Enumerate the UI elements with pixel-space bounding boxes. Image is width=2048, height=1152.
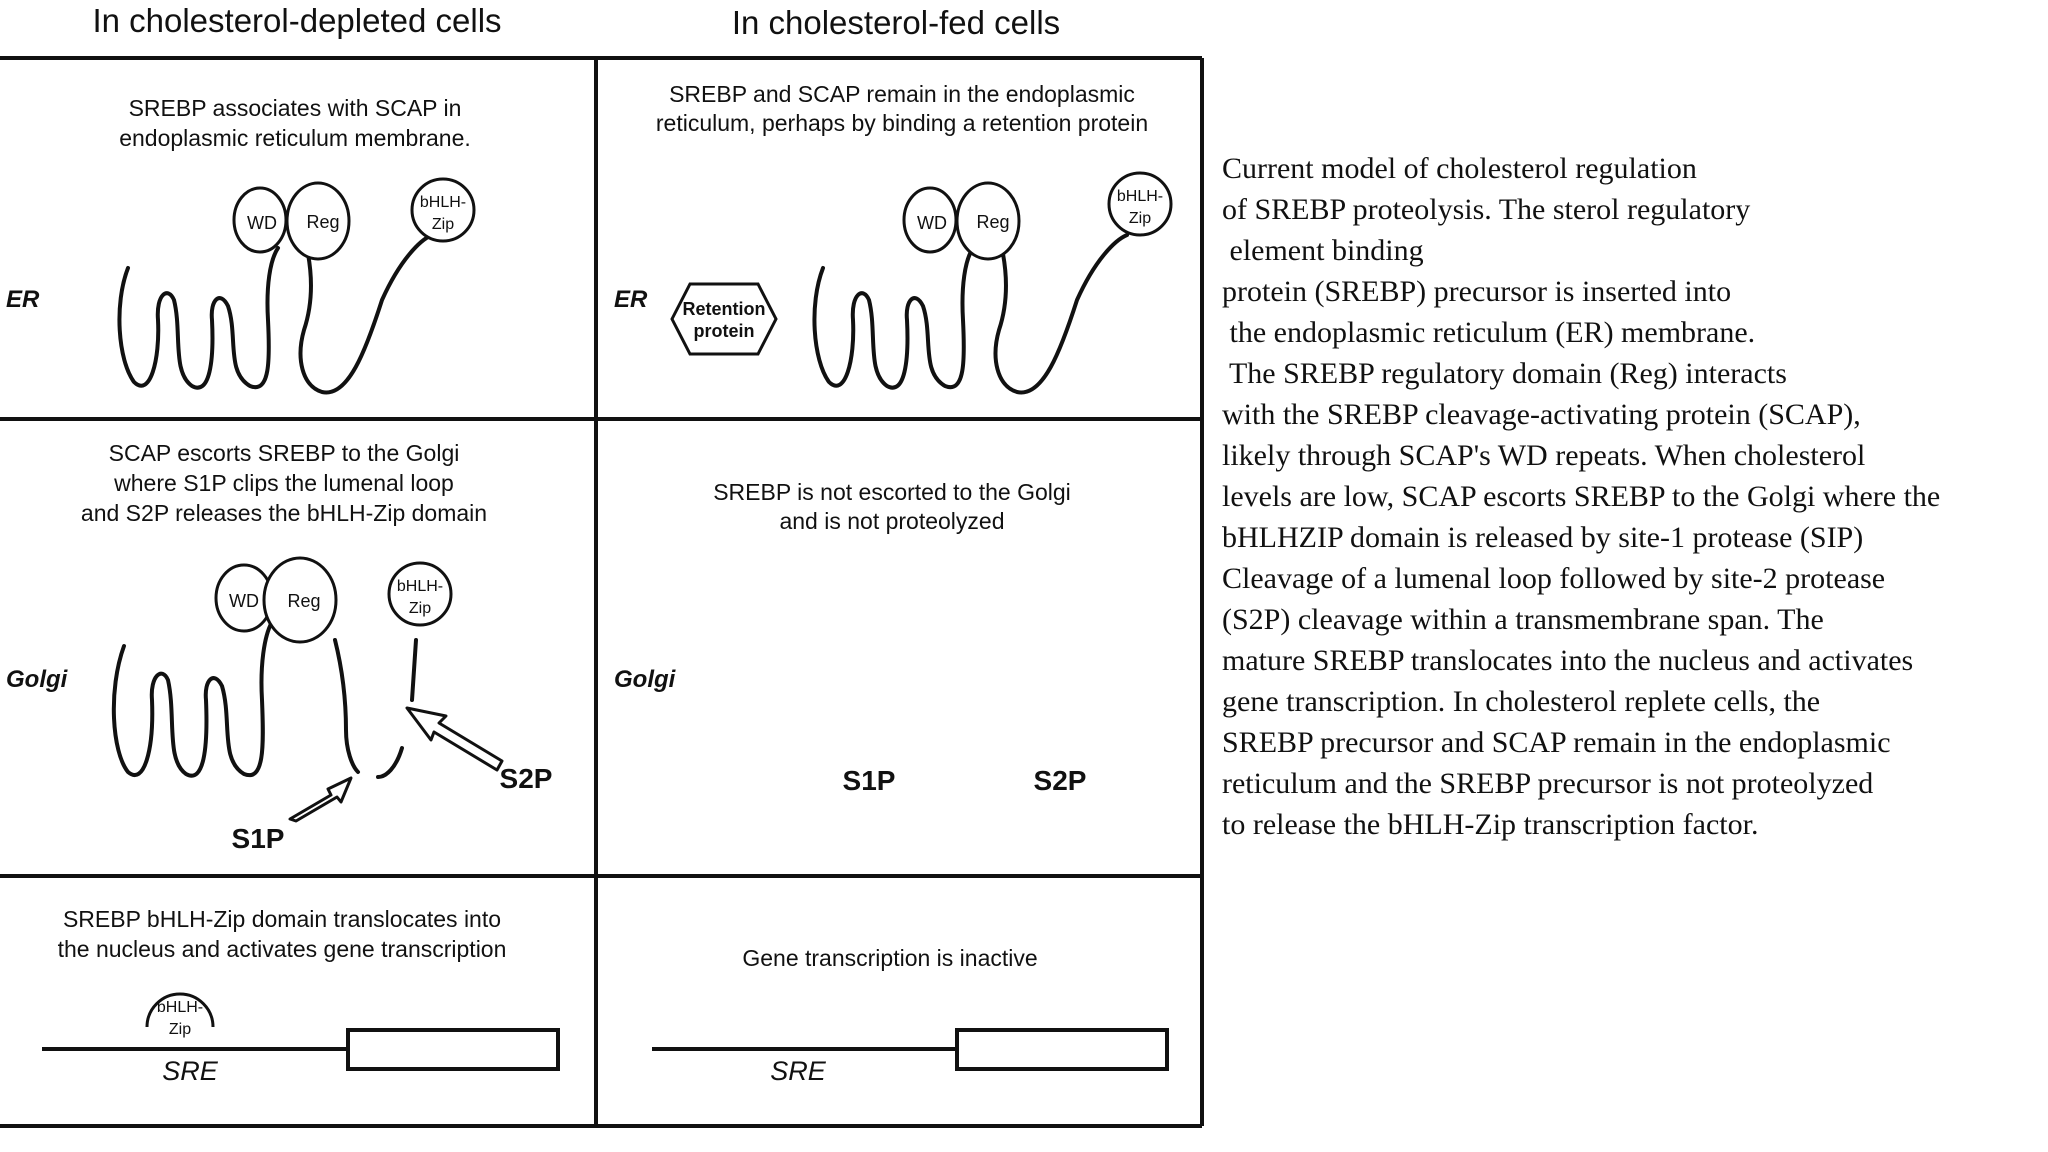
cell-golgi-right-line-2: and is not proteolyzed [779, 508, 1004, 534]
sre-label-nucleus-left: SRE [162, 1056, 219, 1086]
bhlh-domain-golgi-left [387, 561, 453, 627]
gene-box-nucleus-right [955, 1028, 1169, 1071]
cell-er-left-line-2: endoplasmic reticulum membrane. [119, 125, 471, 151]
reg-domain-er-right [955, 181, 1021, 261]
cell-nucleus-left-line-1: SREBP bHLH-Zip domain translocates into [63, 906, 501, 932]
cell-golgi-left: SCAP escorts SREBP to the Golgi where S1… [81, 440, 553, 854]
cell-er-left-line-1: SREBP associates with SCAP in [129, 95, 462, 121]
row-label-golgi-right: Golgi [614, 666, 677, 693]
bhlh-domain-er-right [1107, 171, 1173, 237]
caption-line: Cleavage of a lumenal loop followed by s… [1222, 562, 1886, 595]
figure-caption: Current model of cholesterol regulation … [1222, 148, 2042, 845]
cell-er-left: SREBP associates with SCAP in endoplasmi… [117, 95, 476, 395]
retention-label-line-1: Retention [683, 299, 766, 319]
caption-line: with the SREBP cleavage-activating prote… [1222, 398, 1861, 431]
bhlh-label-er-right-line-2: Zip [1129, 210, 1151, 227]
cell-golgi-right: SREBP is not escorted to the Golgi and i… [713, 479, 1086, 796]
caption-line: of SREBP proteolysis. The sterol regulat… [1222, 193, 1751, 226]
caption-line: Current model of cholesterol regulation [1222, 152, 1697, 185]
bhlh-label-golgi-left-line-1: bHLH- [397, 578, 443, 595]
cell-nucleus-left-line-2: the nucleus and activates gene transcrip… [58, 936, 507, 962]
header-right: In cholesterol-fed cells [732, 4, 1060, 41]
retention-protein-shape [670, 282, 778, 356]
caption-line: The SREBP regulatory domain (Reg) intera… [1222, 357, 1787, 390]
bhlh-label-er-left-line-1: bHLH- [420, 194, 466, 211]
s1p-arrow [288, 776, 353, 823]
srebp-cleaved-loop-golgi-left [376, 746, 404, 779]
caption-line: likely through SCAP's WD repeats. When c… [1222, 439, 1866, 472]
bhlh-label-nucleus-left-line-2: Zip [169, 1021, 191, 1038]
s2p-arrow [405, 706, 504, 772]
wd-label-er-right: WD [917, 213, 947, 233]
caption-line: protein (SREBP) precursor is inserted in… [1222, 275, 1732, 308]
cell-er-right-line-1: SREBP and SCAP remain in the endoplasmic [669, 81, 1135, 107]
caption-line: levels are low, SCAP escorts SREBP to th… [1222, 480, 1941, 513]
srebp-membrane-chain-golgi-left [111, 620, 360, 778]
caption-line: gene transcription. In cholesterol reple… [1222, 685, 1821, 718]
reg-label-er-left: Reg [306, 212, 339, 232]
caption-line: (S2P) cleavage within a transmembrane sp… [1222, 603, 1824, 636]
bhlh-tether-golgi-left [410, 638, 418, 702]
cell-golgi-left-line-1: SCAP escorts SREBP to the Golgi [109, 440, 460, 466]
caption-line: reticulum and the SREBP precursor is not… [1222, 767, 1874, 800]
row-label-er-left: ER [6, 286, 40, 313]
wd-label-er-left: WD [247, 213, 277, 233]
grid-frame [0, 56, 1204, 1128]
bhlh-label-er-right-line-1: bHLH- [1117, 188, 1163, 205]
cell-nucleus-right-line-1: Gene transcription is inactive [742, 945, 1037, 971]
cell-er-right-line-2: reticulum, perhaps by binding a retentio… [656, 110, 1148, 136]
wd-label-golgi-left: WD [229, 591, 259, 611]
cell-nucleus-right: Gene transcription is inactive SRE [652, 945, 1169, 1086]
bhlh-label-nucleus-left-line-1: bHLH- [157, 999, 203, 1016]
row-label-er-right: ER [614, 286, 648, 313]
cell-golgi-left-line-3: and S2P releases the bHLH-Zip domain [81, 500, 487, 526]
sre-label-nucleus-right: SRE [770, 1056, 827, 1086]
s1p-label-golgi-right: S1P [843, 765, 896, 796]
row-label-golgi-left: Golgi [6, 666, 69, 693]
caption-line: to release the bHLH-Zip transcription fa… [1222, 808, 1759, 841]
bhlh-label-golgi-left-line-2: Zip [409, 600, 431, 617]
caption-line: element binding [1222, 234, 1424, 267]
bhlh-domain-er-left [410, 177, 476, 243]
bhlh-label-er-left-line-2: Zip [432, 216, 454, 233]
caption-line: the endoplasmic reticulum (ER) membrane. [1222, 316, 1756, 349]
reg-label-golgi-left: Reg [287, 591, 320, 611]
cell-er-right: SREBP and SCAP remain in the endoplasmic… [656, 81, 1173, 395]
s1p-label-golgi-left: S1P [232, 823, 285, 854]
cell-nucleus-left: SREBP bHLH-Zip domain translocates into … [42, 906, 560, 1086]
bhlh-bound-dna-nucleus-left [145, 992, 215, 1028]
reg-domain-er-left [285, 181, 351, 261]
retention-label-line-2: protein [694, 321, 755, 341]
s2p-label-golgi-left: S2P [500, 763, 553, 794]
srebp-membrane-chain-er-right [812, 233, 1129, 395]
s2p-label-golgi-right: S2P [1034, 765, 1087, 796]
gene-box-nucleus-left [346, 1028, 560, 1071]
cell-golgi-right-line-1: SREBP is not escorted to the Golgi [713, 479, 1071, 505]
caption-line: mature SREBP translocates into the nucle… [1222, 644, 1914, 677]
caption-line: SREBP precursor and SCAP remain in the e… [1222, 726, 1891, 759]
caption-line: bHLHZIP domain is released by site-1 pro… [1222, 521, 1864, 554]
reg-label-er-right: Reg [976, 212, 1009, 232]
header-left: In cholesterol-depleted cells [92, 2, 501, 39]
cell-golgi-left-line-2: where S1P clips the lumenal loop [113, 470, 454, 496]
srebp-membrane-chain-er-left [117, 233, 434, 395]
reg-domain-golgi-left [262, 556, 338, 644]
